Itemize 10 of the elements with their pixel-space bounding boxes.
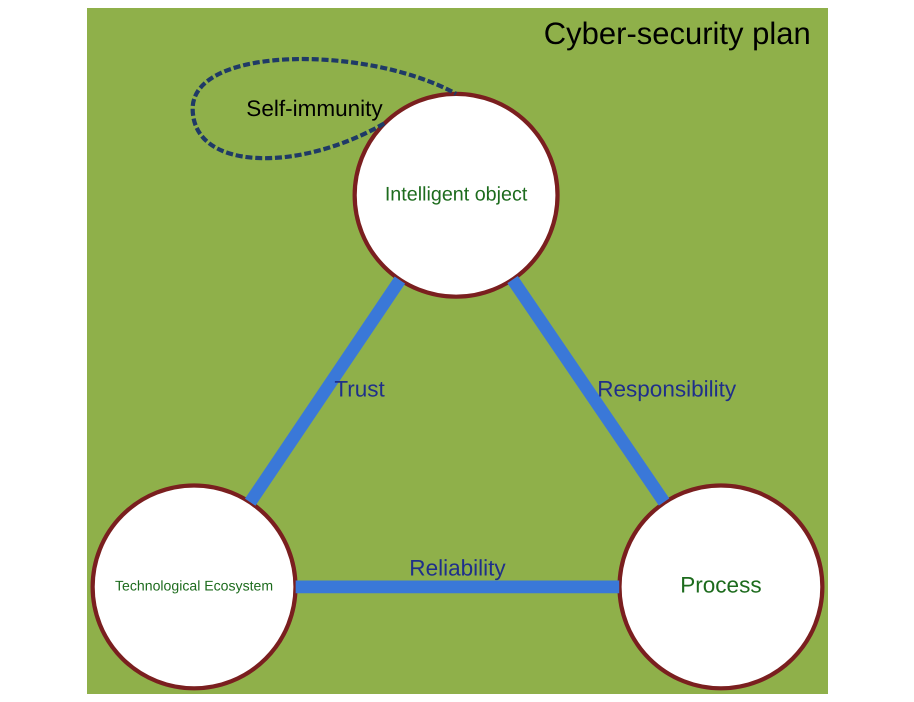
node-circle: Technological Ecosystem xyxy=(90,483,298,690)
node-circle: Process xyxy=(616,483,824,690)
connector xyxy=(295,580,619,594)
connector xyxy=(506,276,669,506)
edge-label: Responsibility xyxy=(596,376,736,402)
connector xyxy=(190,57,456,160)
edge-label: Trust xyxy=(334,376,384,402)
connector xyxy=(244,276,405,506)
edge-label: Reliability xyxy=(408,555,506,580)
diagram-title: Cyber-security plan xyxy=(543,16,810,52)
